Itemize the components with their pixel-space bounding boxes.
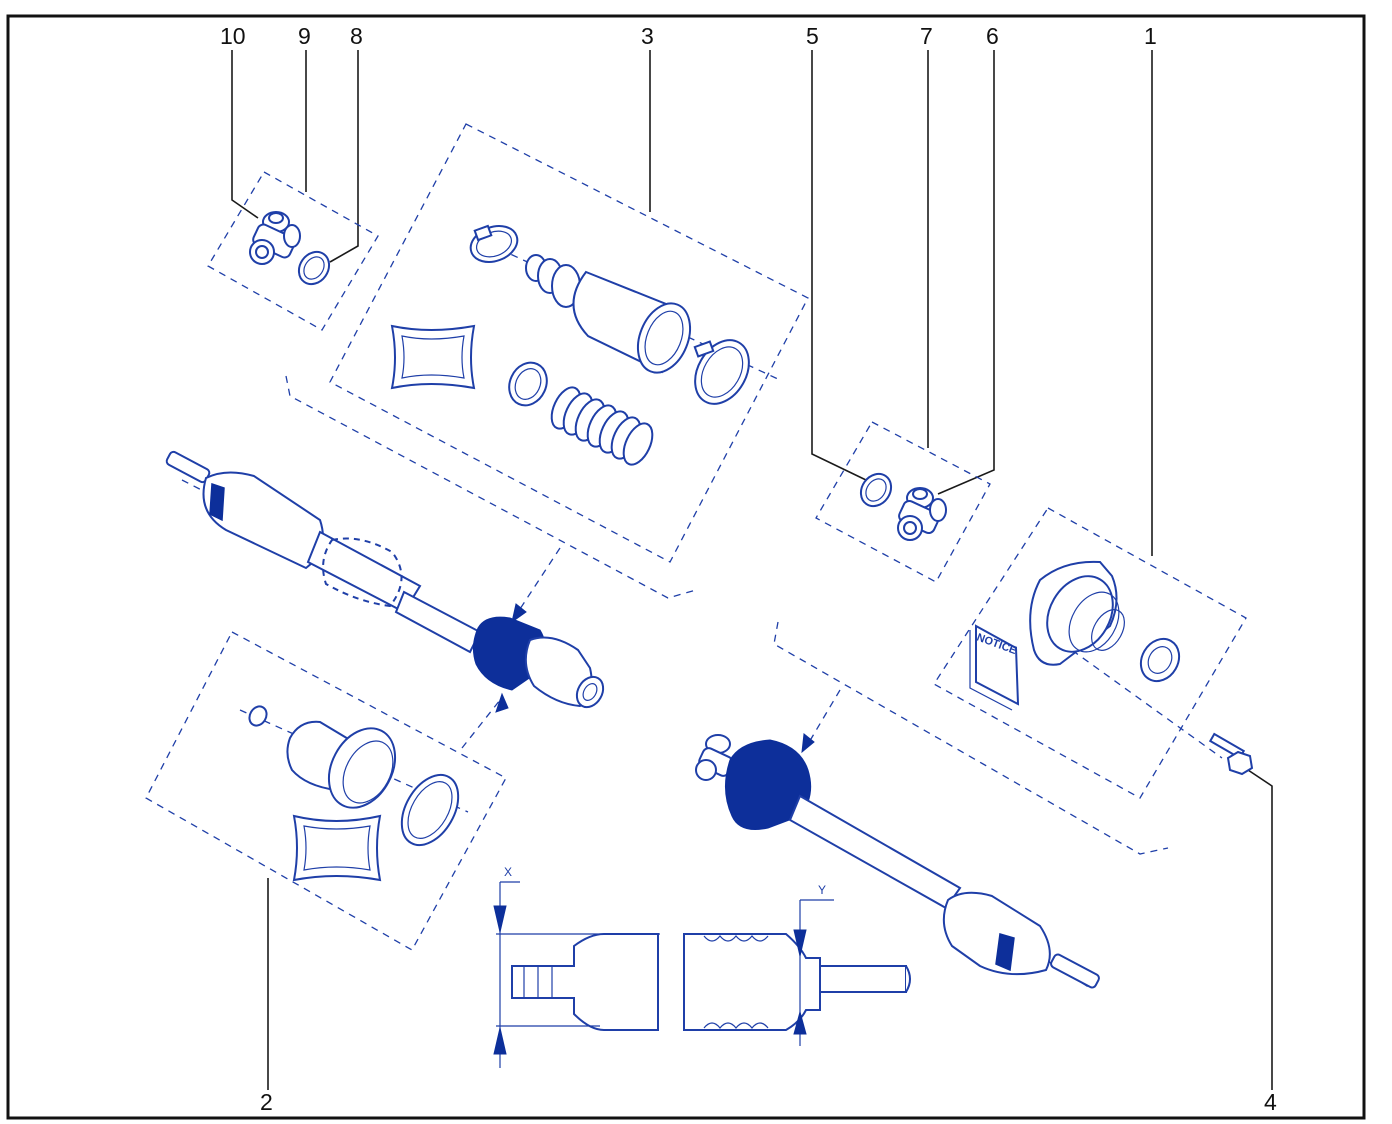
cv-boot-kit-icon [1029,560,1181,683]
arrow-head-kit1 [801,733,815,754]
callout-10: 10 [220,23,246,49]
arrow-kit3-shaft [517,547,561,613]
tripod-joint-icon [897,487,947,541]
arrow-kit1-shaft [807,689,841,745]
callout-3: 3 [641,23,654,49]
callout-4: 4 [1264,1089,1277,1115]
leader-5 [811,50,867,481]
clamp-ring-icon [469,224,519,263]
arrow-kit2-shaft [461,699,501,749]
arrow-head-kit2 [495,692,509,713]
callout-6: 6 [986,23,999,49]
diagram-frame [6,14,1366,1120]
tripod-joint-icon [249,211,301,265]
callout-5: 5 [806,23,819,49]
kit-box-3 [329,123,809,563]
callout-9: 9 [298,23,311,49]
dim-label-x: X [504,865,512,879]
leader-10 [231,50,259,219]
cv-boot-kit-icon [286,720,397,809]
guide-right [773,621,1169,855]
driveshaft-icon [165,450,605,709]
callout-2: 2 [260,1089,273,1115]
dim-label-y: Y [818,883,826,897]
kit-box-9 [207,171,379,331]
cv-boot-kit-icon [525,254,692,374]
leader-4 [1247,769,1273,1090]
callout-8: 8 [350,23,363,49]
clamp-ring-icon [693,339,750,405]
driveshaft-icon [695,734,1100,989]
leader-6 [937,50,995,495]
grease-sachet-icon [390,324,476,390]
kit-box-7 [815,421,991,583]
grease-sachet-icon [292,814,382,882]
tripod-joint-icon [695,734,734,781]
bolt-icon [1208,732,1254,776]
guide-left [285,375,697,599]
callout-1: 1 [1144,23,1157,49]
kit-box-2 [145,631,507,951]
clamp-ring-icon [400,773,460,847]
seal-ring-icon [508,361,548,407]
notice-booklet: NOTICE [969,624,1020,711]
leader-lines [231,50,1273,1090]
circlip-icon [297,250,331,286]
callout-labels: 10 9 8 3 5 7 6 1 2 4 [220,23,1277,1115]
kit-box-1 [933,507,1247,799]
dimension-detail: X Y [493,865,911,1068]
circlip-icon [248,705,268,727]
coil-spring-icon [550,386,654,466]
callout-7: 7 [920,23,933,49]
arrow-head-kit3 [511,603,527,624]
leader-8 [329,50,359,263]
circlip-icon [859,472,893,508]
